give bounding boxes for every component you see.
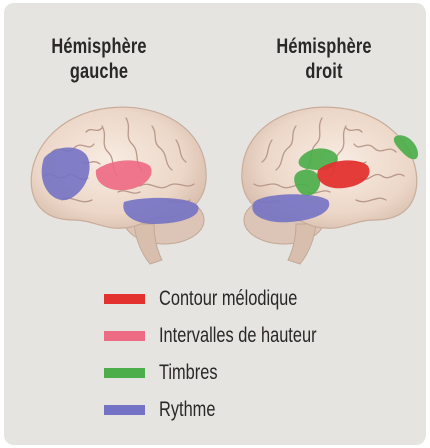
legend-swatch-contour xyxy=(104,294,145,304)
left-hemisphere-title-line2: gauche xyxy=(33,59,166,84)
left-hemisphere-title: Hémisphère gauche xyxy=(33,34,166,84)
legend-label-timbres: Timbres xyxy=(159,359,218,387)
left-brain-illustration xyxy=(22,92,218,270)
legend-item-timbres: Timbres xyxy=(104,359,404,389)
right-hemisphere-title-line2: droit xyxy=(258,59,391,84)
legend-item-rythme: Rythme xyxy=(104,396,404,426)
legend-label-intervalles: Intervalles de hauteur xyxy=(159,322,317,350)
legend-label-rythme: Rythme xyxy=(159,396,215,424)
legend-swatch-rythme xyxy=(104,405,145,415)
legend-label-contour: Contour mélodique xyxy=(159,285,297,313)
legend-item-intervalles: Intervalles de hauteur xyxy=(104,322,404,352)
right-brain-illustration xyxy=(228,92,428,270)
legend-swatch-timbres xyxy=(104,368,145,378)
right-hemisphere-title: Hémisphère droit xyxy=(258,34,391,84)
right-hemisphere-title-line1: Hémisphère xyxy=(258,34,391,59)
legend-swatch-intervalles xyxy=(104,331,145,341)
legend-item-contour: Contour mélodique xyxy=(104,285,404,315)
left-hemisphere-title-line1: Hémisphère xyxy=(33,34,166,59)
